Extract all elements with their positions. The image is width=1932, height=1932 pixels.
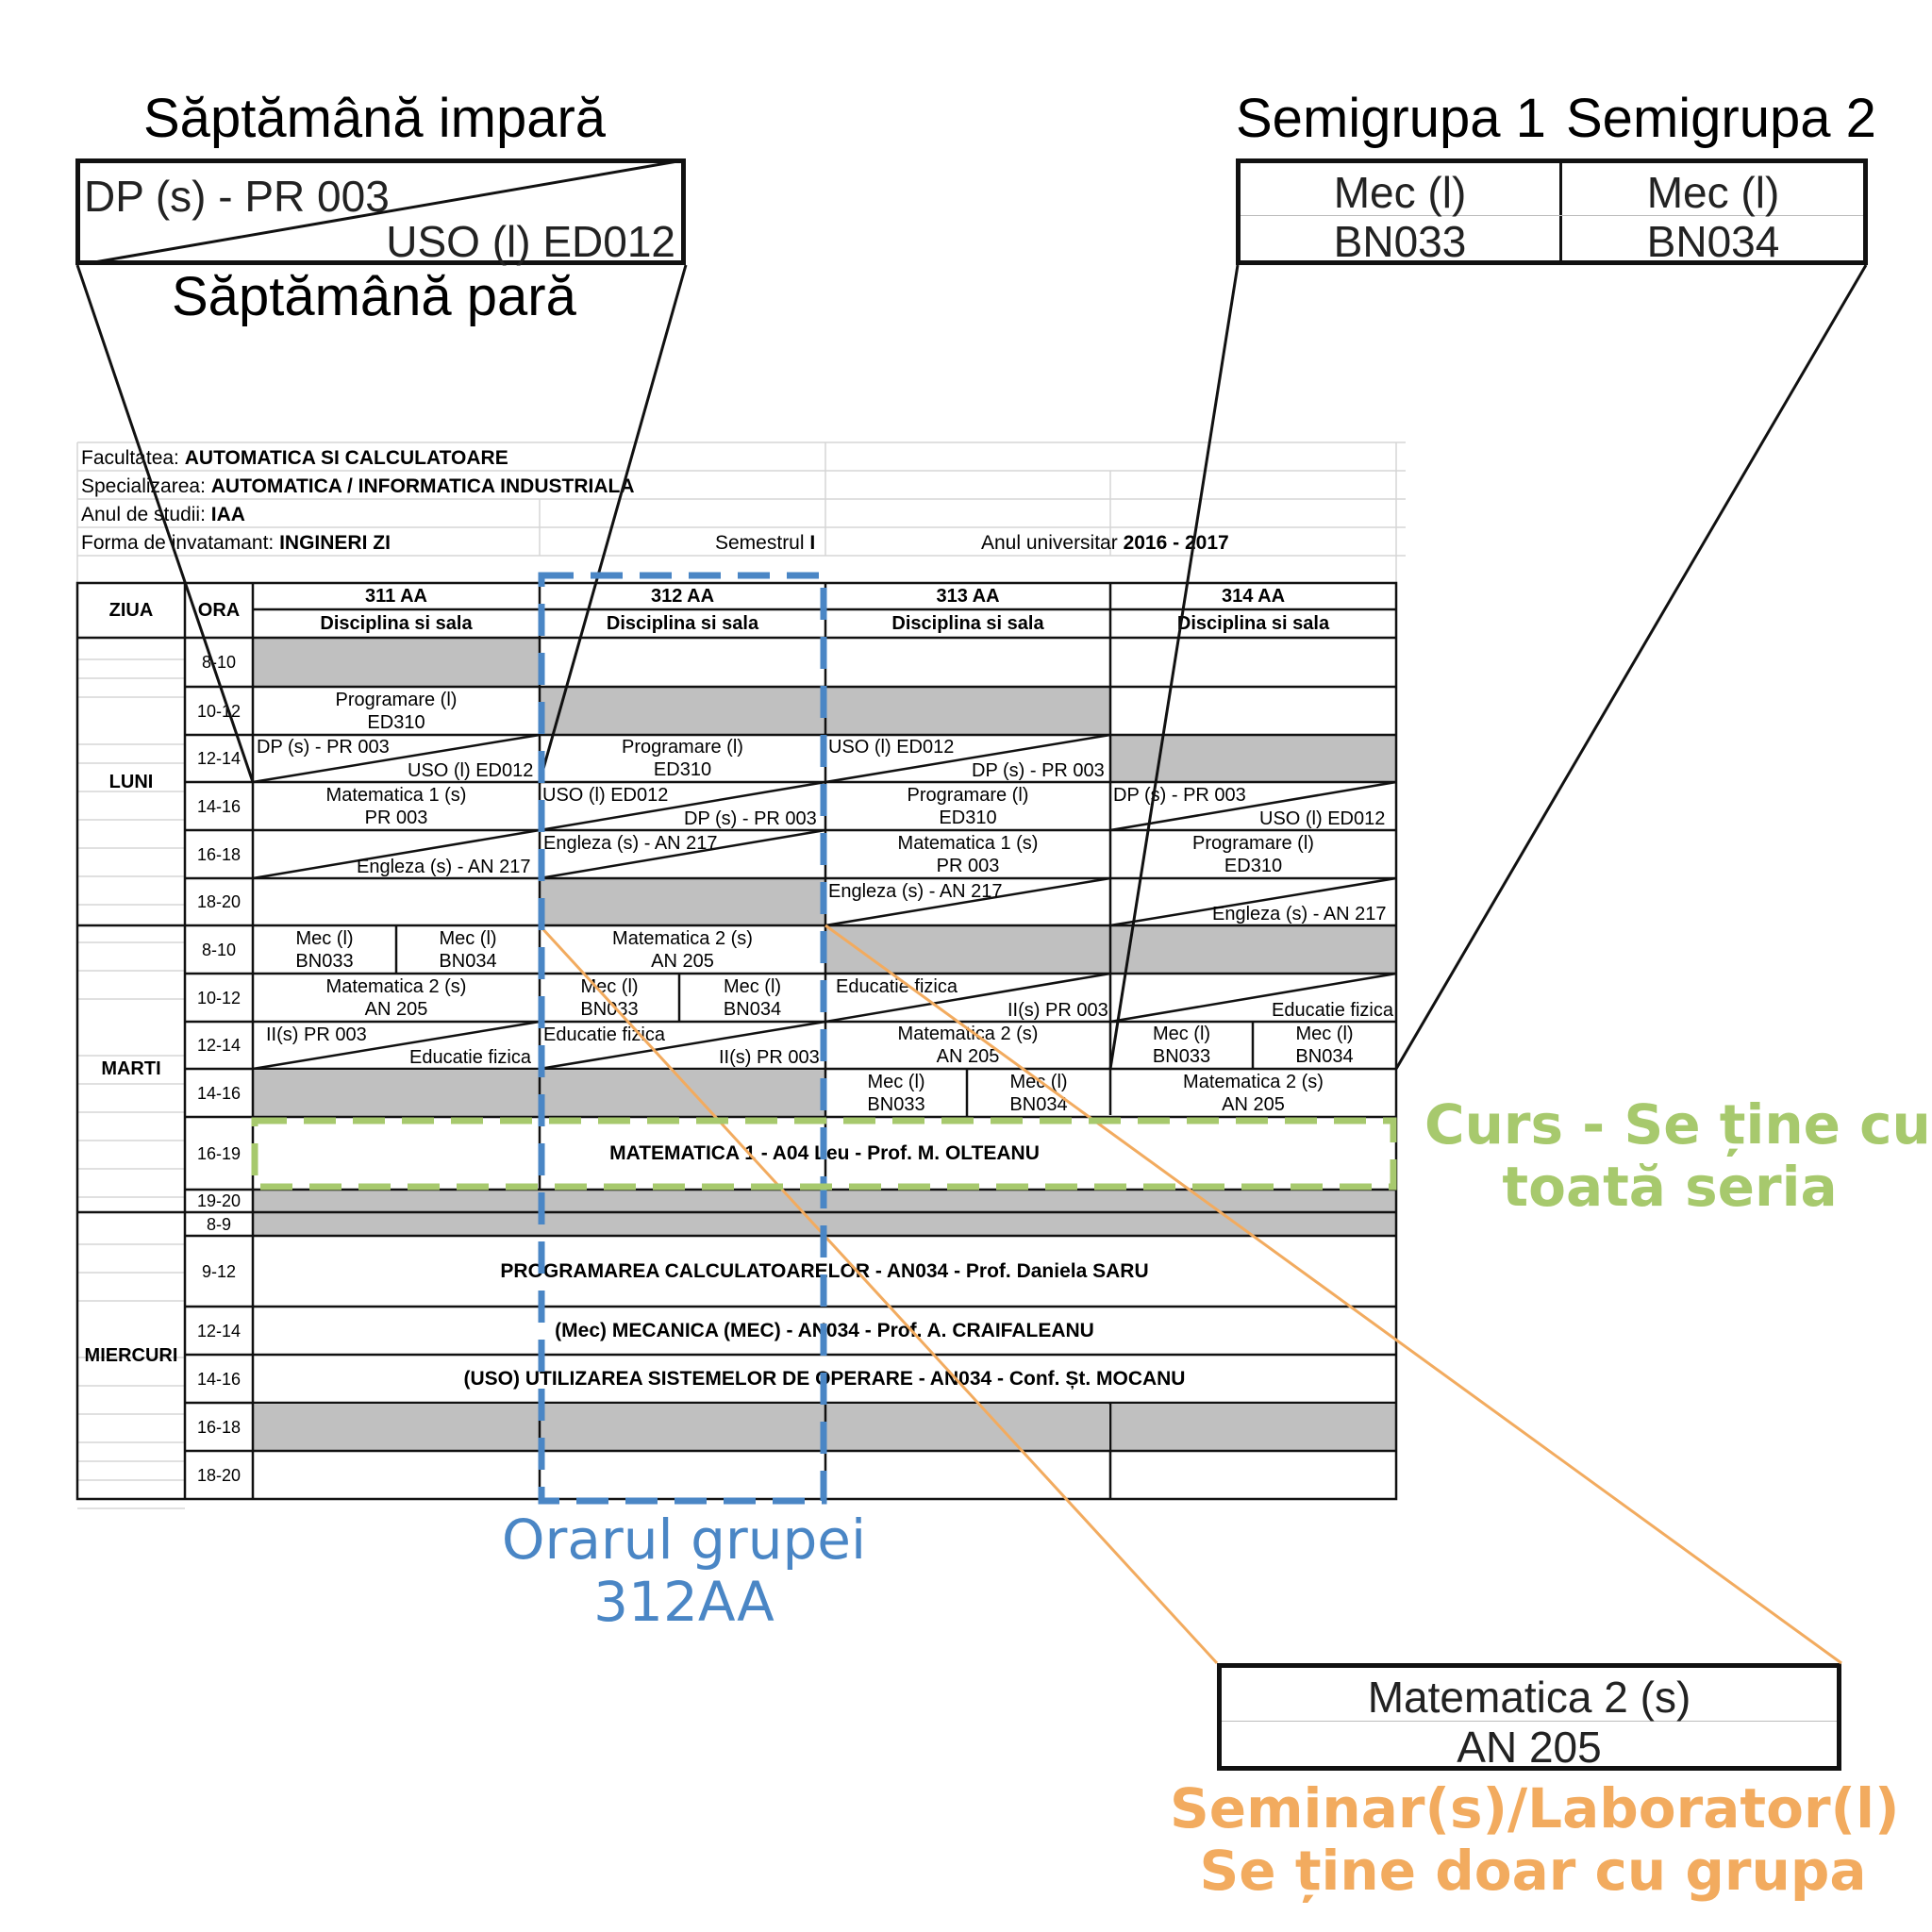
- slot-odd-week: Engleza (s) - AN 217: [543, 833, 718, 854]
- slot-even-week: Engleza (s) - AN 217: [357, 857, 531, 877]
- day-luni: LUNI: [108, 771, 154, 792]
- semigroup-cell: Mec (l)BN034: [439, 927, 497, 972]
- semigroup-1-course: Mec (l): [1333, 168, 1467, 217]
- slot-odd-week: Engleza (s) - AN 217: [828, 881, 1003, 902]
- semigroup-1-title: Semigrupa 1: [1236, 88, 1546, 149]
- slot-even-week: Educatie fizica: [1272, 1000, 1393, 1021]
- hour-cell: 12-14: [196, 749, 242, 768]
- group-note: Orarul grupei 312AA: [501, 1507, 867, 1634]
- seminar-note: Seminar(s)/Laborator(l) Se ține doar cu …: [1170, 1776, 1900, 1903]
- faculty-line: Facultatea: AUTOMATICA SI CALCULATOARE: [81, 447, 508, 469]
- semigroup-cell: Mec (l)BN033: [580, 975, 639, 1020]
- semigroup-cell: Mec (l)BN033: [295, 927, 354, 972]
- academic-year-line: Anul universitar 2016 - 2017: [981, 532, 1229, 554]
- even-week-entry: USO (l) ED012: [386, 217, 675, 266]
- hour-cell: 8-10: [201, 940, 237, 959]
- even-week-title: Săptămână pară: [172, 266, 576, 327]
- slot-odd-week: Educatie fizica: [836, 976, 958, 997]
- group-header-311: 311 AA: [365, 586, 427, 607]
- slot-even-week: Educatie fizica: [409, 1047, 531, 1068]
- slot-even-week: II(s) PR 003: [719, 1047, 820, 1068]
- semigroup-zoom-box: Mec (l) BN033 Mec (l) BN034: [1236, 158, 1868, 266]
- hour-cell: 16-19: [196, 1143, 242, 1163]
- slot-cell: Matematica 1 (s)PR 003: [325, 784, 467, 828]
- hour-cell: 14-16: [196, 1369, 242, 1389]
- course-note: Curs - Se ține cu toată seria: [1424, 1092, 1931, 1219]
- day-miercuri: MIERCURI: [84, 1345, 178, 1366]
- odd-week-entry: DP (s) - PR 003: [84, 172, 390, 221]
- slot-cell: Matematica 2 (s)AN 205: [612, 927, 753, 972]
- hour-cell: 19-20: [196, 1191, 242, 1210]
- slot-cell: Matematica 2 (s)AN 205: [325, 975, 467, 1020]
- hour-cell: 8-9: [206, 1214, 231, 1234]
- slot-cell: Programare (l)ED310: [1192, 832, 1314, 876]
- subheader-314: Disciplina si sala: [1176, 613, 1330, 634]
- slot-cell: Matematica 2 (s)AN 205: [897, 1024, 1039, 1067]
- year-line: Anul de studii: IAA: [81, 504, 245, 525]
- hour-cell: 10-12: [196, 988, 242, 1008]
- empty-slot: [254, 639, 539, 687]
- group-header-314: 314 AA: [1221, 586, 1286, 607]
- empty-slot: [1111, 1405, 1396, 1451]
- slot-even-week: USO (l) ED012: [1259, 808, 1386, 829]
- group-header-313: 313 AA: [936, 586, 1000, 607]
- slot-cell: Programare (l)ED310: [907, 784, 1029, 828]
- empty-slot: [826, 688, 1109, 735]
- slot-cell: Matematica 2 (s)AN 205: [1183, 1071, 1324, 1115]
- seminar-zoom-box: Matematica 2 (s) AN 205: [1217, 1663, 1841, 1772]
- semigroup-1-room: BN033: [1333, 217, 1467, 266]
- empty-slot: [254, 1405, 1108, 1451]
- hour-cell: 16-18: [196, 844, 242, 864]
- hour-cell: 12-14: [196, 1321, 242, 1341]
- empty-slot: [541, 879, 825, 924]
- hour-cell: 14-16: [196, 796, 242, 816]
- semester-line: Semestrul I: [715, 532, 816, 554]
- seminar-course: Matematica 2 (s): [1367, 1673, 1691, 1722]
- slot-even-week: II(s) PR 003: [1008, 1000, 1108, 1021]
- specialization-line: Specializarea: AUTOMATICA / INFORMATICA …: [81, 475, 635, 497]
- slot-odd-week: DP (s) - PR 003: [1113, 785, 1246, 806]
- semigroup-2-course: Mec (l): [1646, 168, 1780, 217]
- slot-cell: Matematica 1 (s)PR 003: [897, 832, 1039, 876]
- slot-odd-week: II(s) PR 003: [266, 1024, 367, 1045]
- hour-cell: 18-20: [196, 1465, 242, 1485]
- slot-cell: Programare (l)ED310: [622, 737, 743, 780]
- subheader-311: Disciplina si sala: [320, 613, 473, 634]
- semigroup-cell: Mec (l)BN034: [1295, 1024, 1354, 1067]
- subheader-313: Disciplina si sala: [891, 613, 1044, 634]
- day-marti: MARTI: [101, 1058, 161, 1079]
- group-header-312: 312 AA: [650, 586, 715, 607]
- slot-odd-week: USO (l) ED012: [542, 785, 669, 806]
- empty-slot: [541, 688, 825, 735]
- hour-cell: 12-14: [196, 1036, 242, 1055]
- slot-odd-week: USO (l) ED012: [828, 737, 955, 758]
- semigroup-2-room: BN034: [1646, 217, 1780, 266]
- hour-cell: 16-18: [196, 1417, 242, 1437]
- hour-cell: 18-20: [196, 892, 242, 911]
- slot-odd-week: DP (s) - PR 003: [257, 737, 390, 758]
- slot-even-week: DP (s) - PR 003: [684, 808, 817, 829]
- col-ora: ORA: [197, 600, 241, 621]
- col-ziua: ZIUA: [108, 600, 154, 621]
- study-form-line: Forma de invatamant: INGINERI ZI: [81, 532, 391, 554]
- subheader-312: Disciplina si sala: [606, 613, 759, 634]
- odd-week-title: Săptămână impară: [143, 88, 607, 149]
- slot-even-week: USO (l) ED012: [408, 760, 534, 781]
- slot-even-week: Engleza (s) - AN 217: [1212, 904, 1387, 924]
- hour-cell: 9-12: [201, 1261, 237, 1281]
- semigroup-cell: Mec (l)BN033: [867, 1071, 925, 1115]
- slot-cell: Programare (l)ED310: [335, 689, 458, 733]
- slot-even-week: DP (s) - PR 003: [972, 760, 1105, 781]
- semigroup-2-title: Semigrupa 2: [1566, 88, 1876, 149]
- semigroup-cell: Mec (l)BN034: [723, 975, 782, 1020]
- semigroup-cell: Mec (l)BN033: [1152, 1024, 1211, 1067]
- seminar-room: AN 205: [1457, 1723, 1602, 1772]
- course-row: PROGRAMAREA CALCULATOARELOR - AN034 - Pr…: [500, 1259, 1149, 1282]
- hour-cell: 14-16: [196, 1083, 242, 1103]
